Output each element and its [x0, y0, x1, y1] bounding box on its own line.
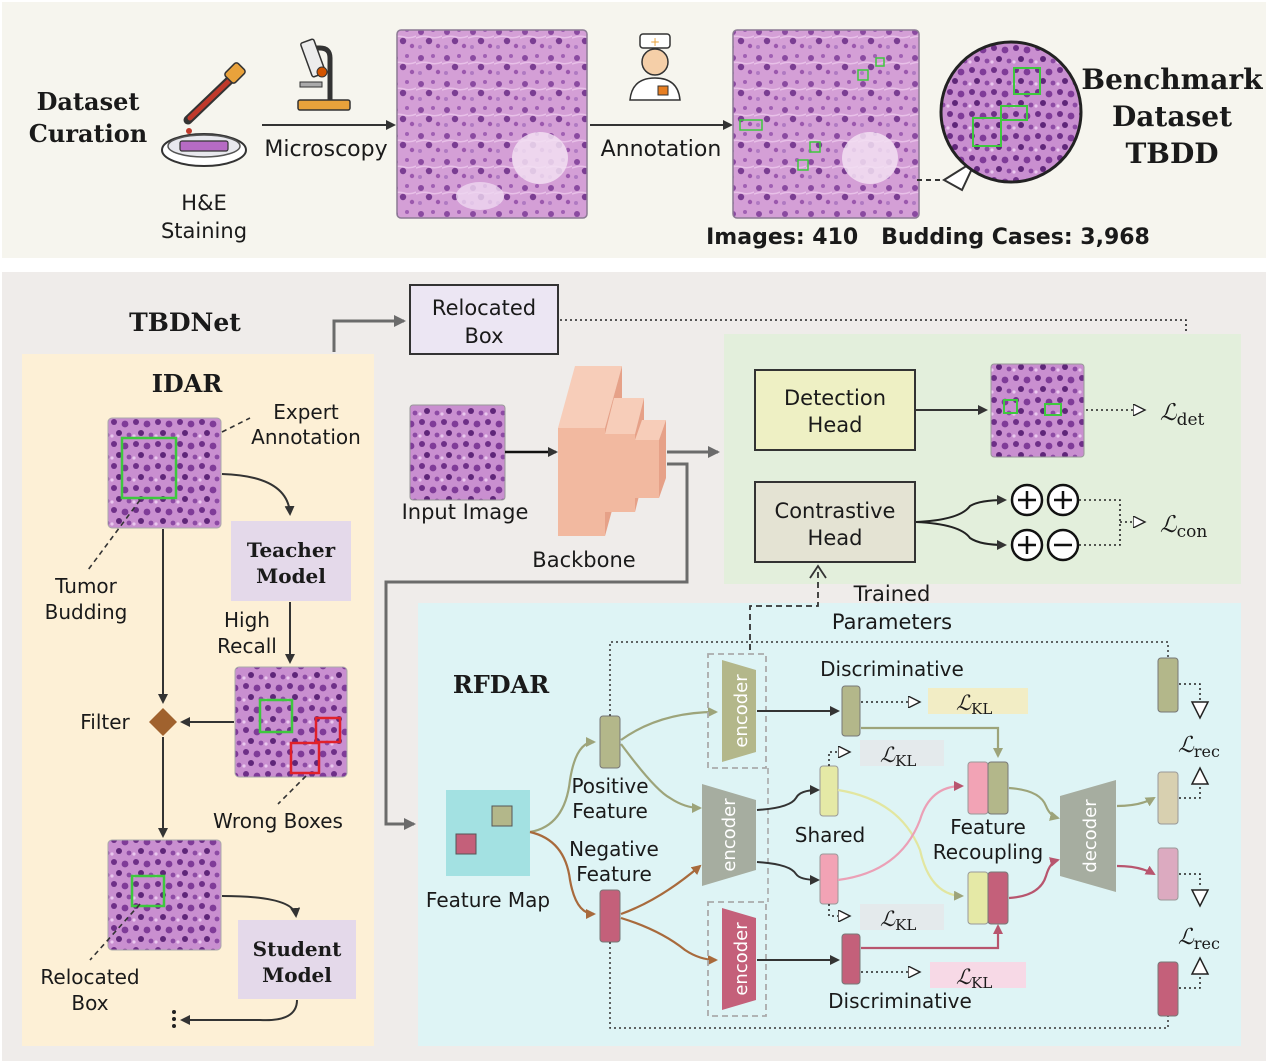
benchmark-line1: Benchmark — [1081, 63, 1263, 96]
expert-line1: Expert — [273, 400, 339, 424]
input-image-label: Input Image — [402, 500, 529, 524]
teacher-line1: Teacher — [247, 538, 336, 562]
teacher-line2: Model — [256, 564, 326, 588]
relocated-box-line2: Box — [464, 324, 503, 348]
contrastive-head-node — [754, 481, 916, 563]
shared-negative-block — [819, 853, 839, 905]
input-image — [409, 404, 506, 501]
negative-encoder — [722, 908, 756, 1010]
discriminative-negative-block — [841, 933, 861, 985]
recoupled-pair-bottom-shared — [967, 871, 989, 925]
stain-label-line2: Staining — [161, 219, 247, 243]
recoupling-line2: Recoupling — [933, 840, 1043, 864]
relocated-box-node — [409, 284, 559, 355]
filter-diamond — [149, 708, 177, 736]
detection-output-image — [990, 363, 1085, 458]
dataset-stats: Images: 410 Budding Cases: 3,968 — [706, 225, 1150, 250]
plus-plus-icon — [1010, 483, 1080, 517]
loss-rec-top-sub: rec — [1194, 742, 1220, 761]
teacher-model-node — [231, 521, 351, 601]
doctor-icon: + — [629, 33, 681, 101]
annotation-label: Annotation — [601, 137, 722, 162]
negative-feature-block — [599, 889, 621, 943]
loss-rec-bottom-sub: rec — [1194, 934, 1220, 953]
stain-label-line1: H&E — [181, 191, 226, 215]
tbdnet-title: TBDNet — [129, 308, 241, 337]
decoder — [1060, 780, 1116, 892]
student-line1: Student — [253, 937, 342, 961]
backbone-network — [558, 366, 666, 536]
contrastive-head-line2: Head — [808, 526, 863, 550]
discriminative-bottom-label: Discriminative — [828, 989, 972, 1013]
wsi-image-annotated — [732, 29, 920, 219]
loss-det-sub: det — [1177, 410, 1205, 430]
microscope-icon — [297, 38, 351, 111]
trained-line1: Trained — [853, 582, 931, 606]
high-line1: High — [224, 608, 270, 632]
reconstructed-positive — [1157, 771, 1179, 825]
plus-minus-icon — [1010, 528, 1080, 562]
recoupled-pair-bottom-disc — [987, 871, 1009, 925]
benchmark-line3: TBDD — [1125, 137, 1218, 170]
negative-line2: Feature — [576, 862, 652, 886]
microscopy-label: Microscopy — [264, 137, 387, 162]
rfdar-title: RFDAR — [453, 670, 550, 699]
student-line2: Model — [262, 963, 332, 987]
input-copy-negative — [1157, 961, 1179, 1017]
idar-title: IDAR — [152, 369, 224, 398]
recoupled-pair-top-disc — [987, 761, 1009, 815]
shared-encoder-label: encoder — [719, 798, 740, 872]
tumor-line2: Budding — [45, 600, 128, 624]
positive-line1: Positive — [571, 774, 648, 798]
backbone-label: Backbone — [532, 548, 635, 572]
staining-dropper-icon — [161, 62, 247, 167]
loss-kl-bottom-sub: KL — [971, 974, 992, 992]
discriminative-top-label: Discriminative — [820, 657, 964, 681]
curation-title-line2: Curation — [29, 119, 147, 148]
discriminative-positive-block — [841, 685, 861, 737]
recoupled-pair-top-shared — [967, 761, 989, 815]
loss-kl-top-sub: KL — [971, 700, 992, 718]
decoder-label: decoder — [1080, 799, 1101, 873]
shared-positive-block — [819, 765, 839, 817]
tumor-line1: Tumor — [54, 574, 118, 598]
zoom-bubble — [939, 40, 1083, 184]
shared-label: Shared — [795, 823, 865, 847]
loss-kl-shared-bottom-sub: KL — [895, 916, 916, 934]
detection-head-line1: Detection — [784, 386, 886, 410]
negative-encoder-label: encoder — [731, 922, 752, 996]
wrong-boxes-label: Wrong Boxes — [213, 809, 343, 833]
student-model-node — [238, 920, 356, 999]
contrastive-head-line1: Contrastive — [775, 499, 896, 523]
expert-line2: Annotation — [251, 425, 361, 449]
detection-head-node — [754, 369, 916, 451]
input-copy-positive — [1157, 657, 1179, 713]
loss-kl-shared-top-sub: KL — [895, 752, 916, 770]
loss-con-sub: con — [1177, 522, 1208, 542]
recoupling-line1: Feature — [950, 815, 1026, 839]
positive-line2: Feature — [572, 799, 648, 823]
benchmark-line2: Dataset — [1112, 100, 1232, 133]
positive-feature-block — [599, 715, 621, 769]
reconstructed-negative — [1157, 847, 1179, 901]
idar-image-expert — [107, 417, 222, 529]
feature-map-label: Feature Map — [426, 888, 550, 912]
relocated-line2: Box — [71, 991, 108, 1015]
relocated-line1: Relocated — [40, 965, 139, 989]
feature-map — [446, 790, 530, 876]
relocated-box-line1: Relocated — [432, 296, 536, 320]
curation-title-line1: Dataset — [37, 87, 140, 116]
positive-encoder-label: encoder — [731, 674, 752, 748]
filter-label: Filter — [80, 710, 130, 734]
shared-encoder — [702, 784, 756, 886]
high-line2: Recall — [217, 634, 277, 658]
positive-encoder — [722, 660, 756, 762]
negative-line1: Negative — [569, 837, 659, 861]
trained-line2: Parameters — [832, 610, 952, 634]
svg-text:+: + — [650, 35, 660, 49]
detection-head-line2: Head — [808, 413, 863, 437]
